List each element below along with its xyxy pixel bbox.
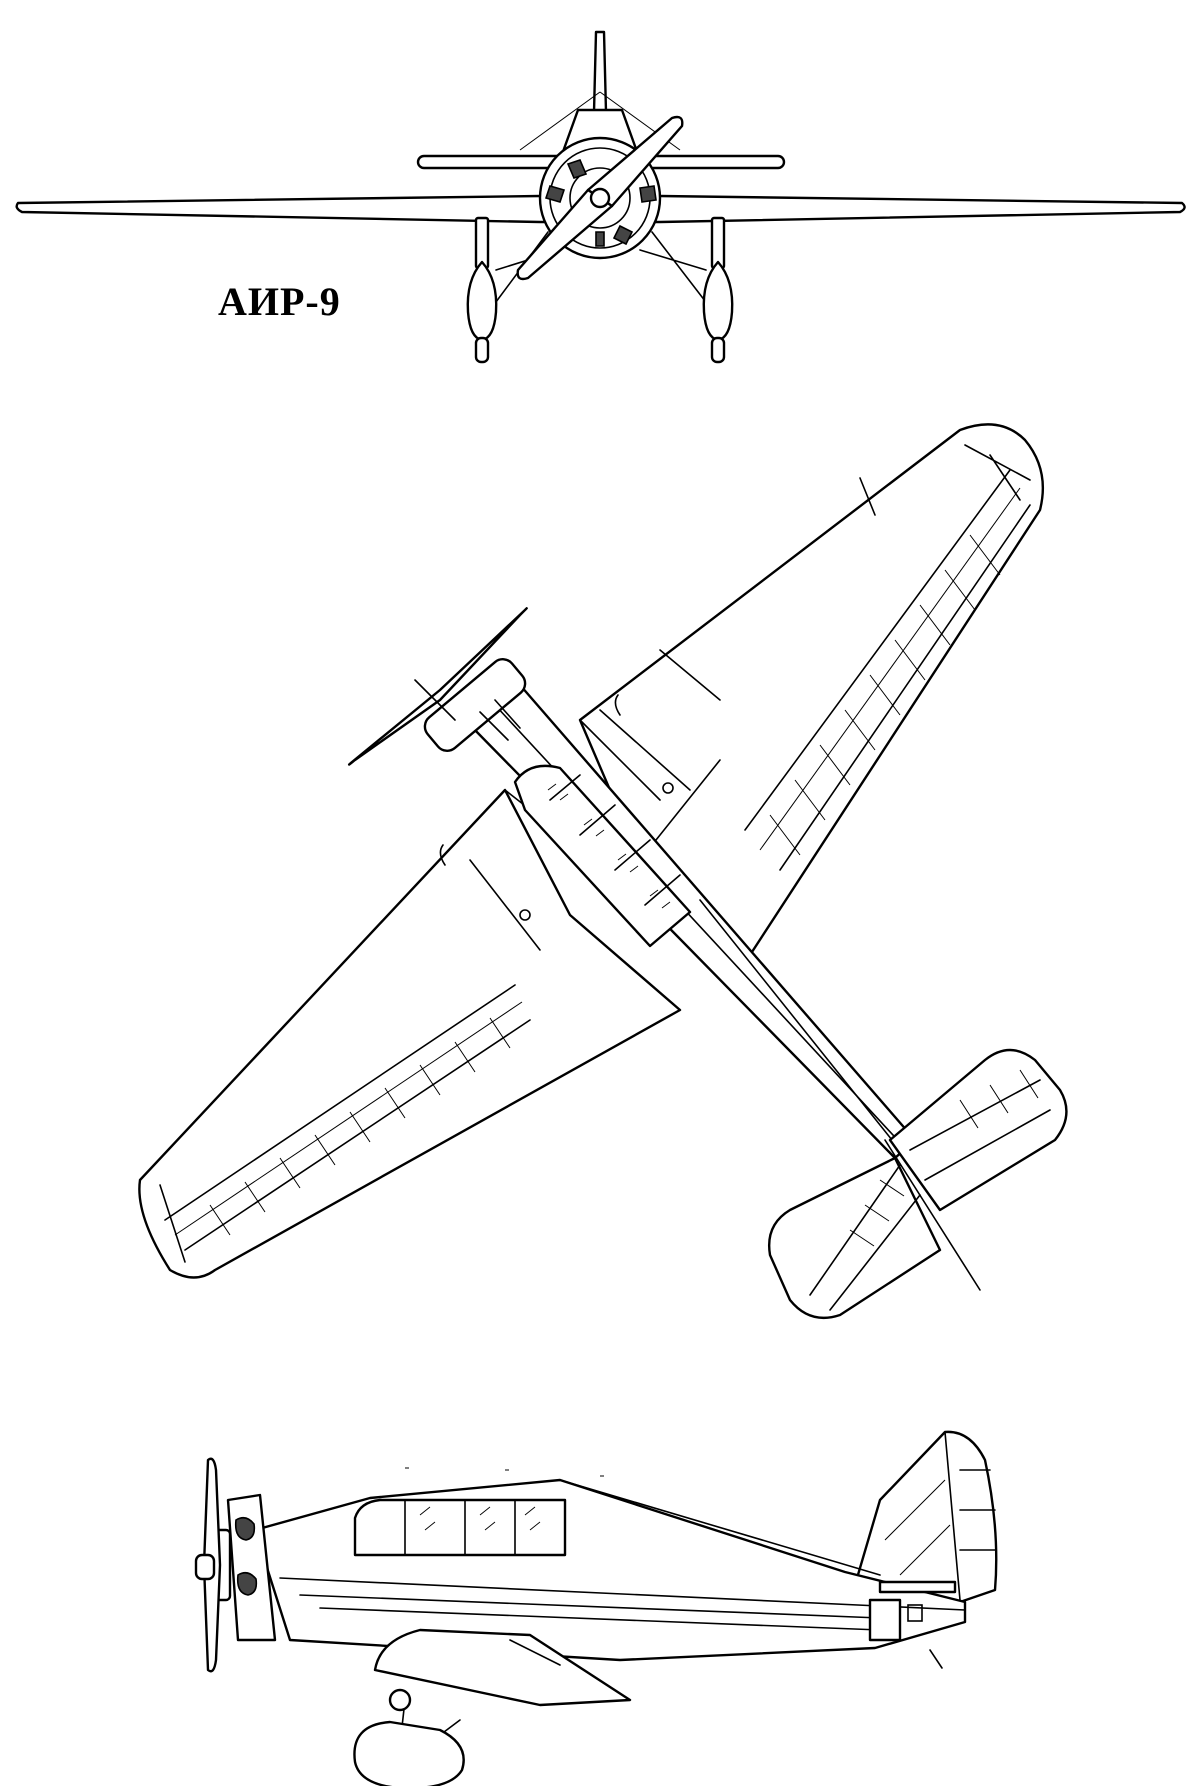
side-view <box>194 1430 998 1786</box>
front-view-fin <box>592 30 608 114</box>
top-view-left-wing <box>138 788 682 1279</box>
top-view-left-stabilizer <box>768 1156 942 1320</box>
top-view-propeller <box>347 607 528 766</box>
side-view-cabin <box>353 1498 567 1557</box>
side-view-engine <box>226 1493 277 1642</box>
top-view-cabin <box>513 764 692 948</box>
side-view-wing <box>373 1628 632 1707</box>
front-view-left-wheel <box>466 260 498 342</box>
front-view-propeller <box>586 115 684 208</box>
top-view-right-stabilizer <box>888 1048 1068 1212</box>
top-view <box>138 423 1068 1320</box>
top-view-right-wing <box>578 423 1044 957</box>
side-view-fin <box>848 1430 998 1604</box>
front-view <box>15 30 1186 364</box>
front-view-right-wheel <box>702 260 734 342</box>
aircraft-title: АИР-9 <box>218 279 341 324</box>
side-view-wheel <box>353 1720 465 1786</box>
